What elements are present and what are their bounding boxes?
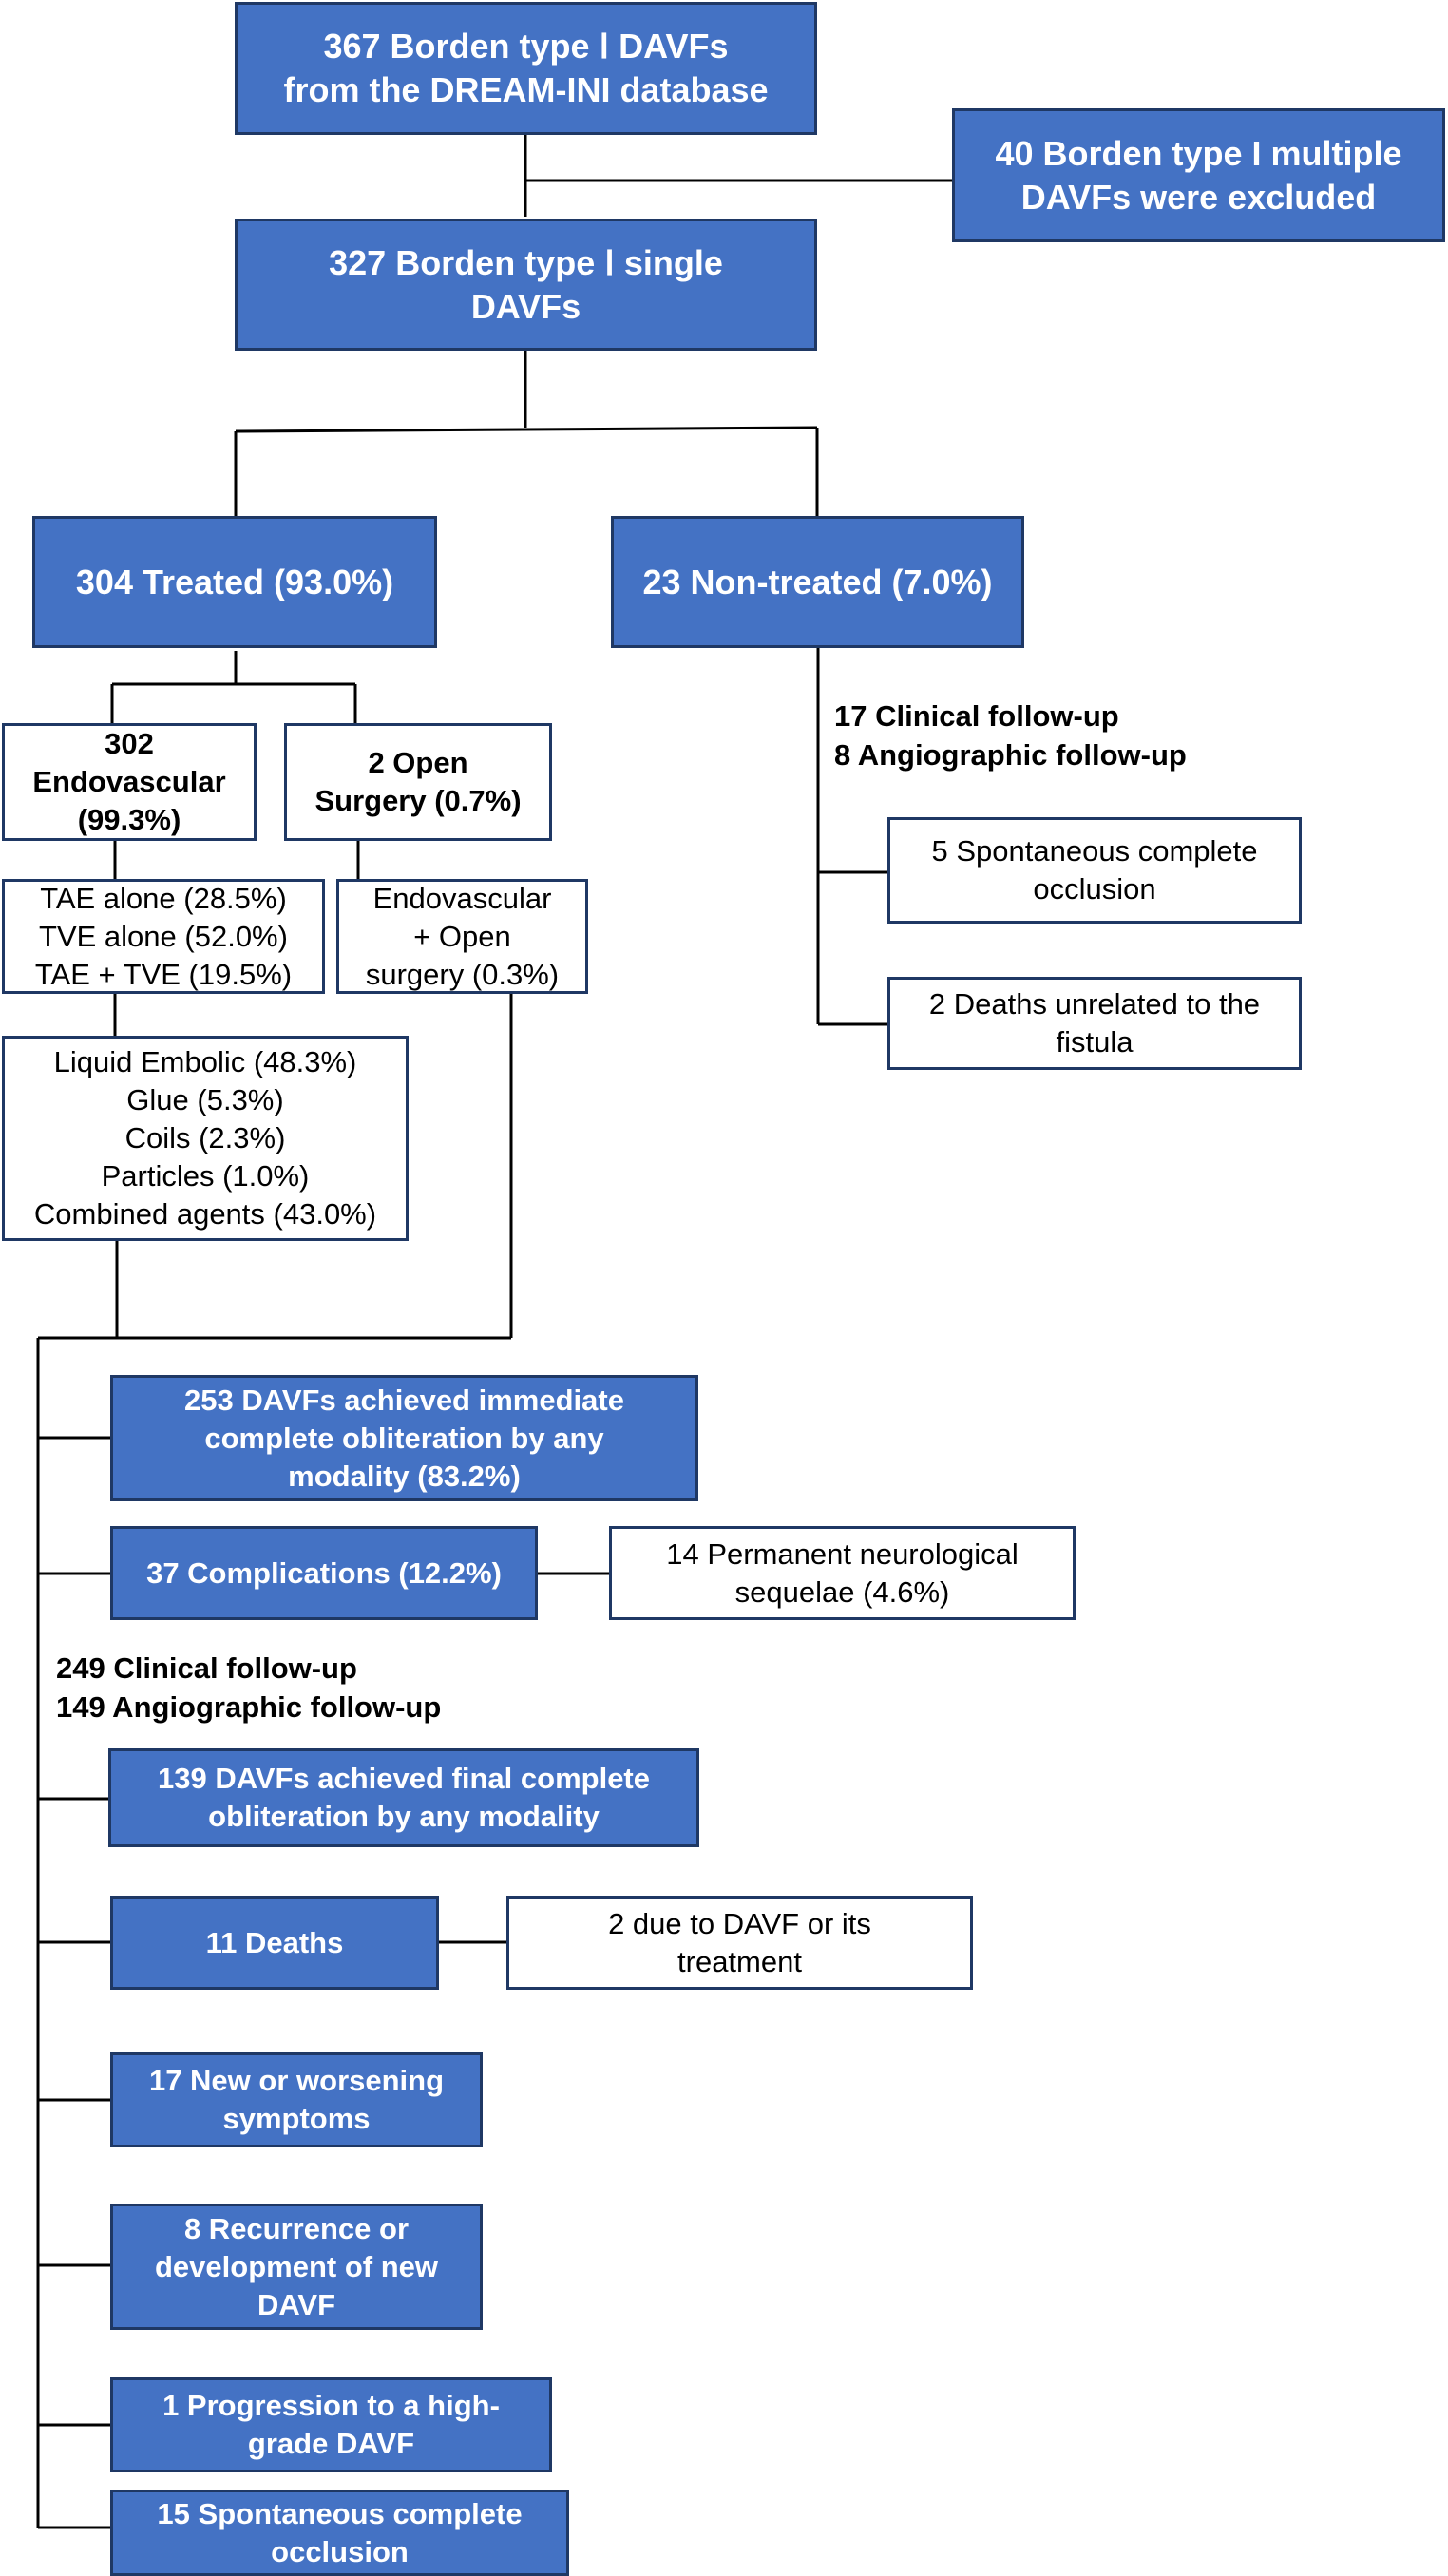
box-source-cohort: 367 Borden type Ⅰ DAVFs from the DREAM-I… bbox=[235, 2, 817, 135]
box-nt-spontaneous-occlusion: 5 Spontaneous complete occlusion bbox=[887, 817, 1302, 924]
box-open-surgery: 2 Open Surgery (0.7%) bbox=[284, 723, 552, 841]
box-single-davfs: 327 Borden type Ⅰ single DAVFs bbox=[235, 219, 817, 351]
box-new-symptoms: 17 New or worsening symptoms bbox=[110, 2052, 483, 2147]
connector-treated-merge bbox=[38, 994, 513, 1340]
box-non-treated: 23 Non-treated (7.0%) bbox=[611, 516, 1024, 648]
box-nt-deaths-unrelated: 2 Deaths unrelated to the fistula bbox=[887, 977, 1302, 1070]
box-immediate-obliteration: 253 DAVFs achieved immediate complete ob… bbox=[110, 1375, 698, 1501]
connector-treated-split bbox=[110, 651, 357, 723]
box-treated: 304 Treated (93.0%) bbox=[32, 516, 437, 648]
box-excluded: 40 Borden type I multiple DAVFs were exc… bbox=[952, 108, 1445, 242]
connector-outcome-branches bbox=[38, 1436, 110, 2529]
connector-single-split bbox=[234, 351, 819, 516]
box-endovascular: 302 Endovascular (99.3%) bbox=[2, 723, 257, 841]
box-spontaneous-occlusion: 15 Spontaneous complete occlusion bbox=[110, 2490, 569, 2576]
box-deaths-cause: 2 due to DAVF or its treatment bbox=[506, 1896, 973, 1990]
box-endovascular-plus-surgery: Endovascular + Open surgery (0.3%) bbox=[336, 879, 588, 994]
text-treated-followup: 249 Clinical follow-up 149 Angiographic … bbox=[56, 1651, 442, 1724]
box-complications: 37 Complications (12.2%) bbox=[110, 1526, 538, 1620]
box-deaths: 11 Deaths bbox=[110, 1896, 439, 1990]
text-nontreated-followup: 17 Clinical follow-up 8 Angiographic fol… bbox=[834, 699, 1187, 772]
box-endovascular-approach: TAE alone (28.5%) TVE alone (52.0%) TAE … bbox=[2, 879, 325, 994]
box-progression: 1 Progression to a high- grade DAVF bbox=[110, 2377, 552, 2472]
box-final-obliteration: 139 DAVFs achieved final complete oblite… bbox=[108, 1748, 699, 1847]
box-recurrence: 8 Recurrence or development of new DAVF bbox=[110, 2204, 483, 2330]
box-permanent-sequelae: 14 Permanent neurological sequelae (4.6%… bbox=[609, 1526, 1076, 1620]
box-embolic-agents: Liquid Embolic (48.3%) Glue (5.3%) Coils… bbox=[2, 1036, 409, 1241]
